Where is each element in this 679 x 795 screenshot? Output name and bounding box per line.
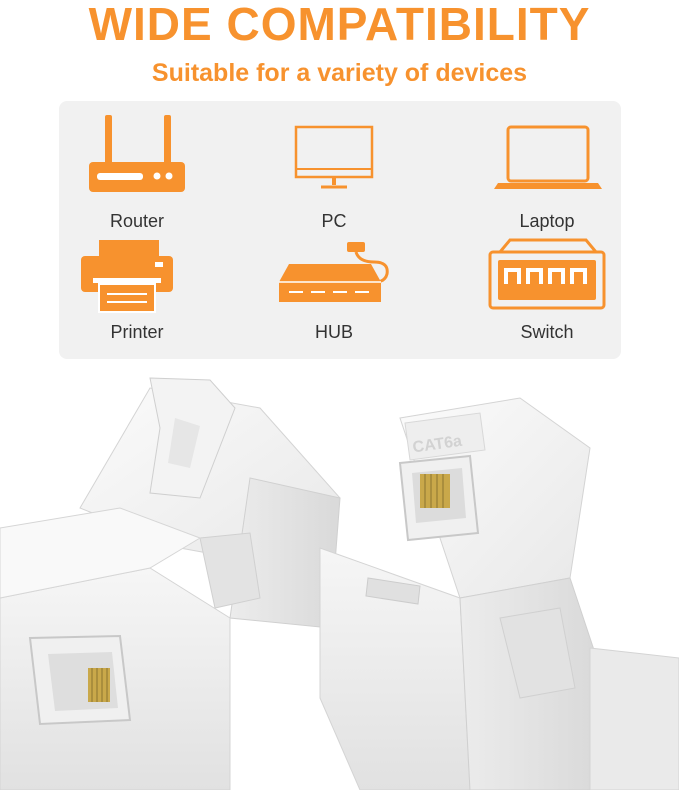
pc-icon [294,125,374,189]
jack-marking: CAT6a [412,433,463,457]
device-switch: Switch [464,234,634,344]
coupler-left [0,377,341,791]
device-label: Router [109,211,165,231]
device-pc: PC [249,111,419,231]
device-label: Laptop [519,211,575,231]
device-laptop: Laptop [464,111,634,231]
device-label: Switch [520,322,574,342]
device-label: HUB [314,322,353,342]
keystone-coupler-illustration: CAT6a [0,377,679,791]
page-title: WIDE COMPATIBILITY [88,0,591,50]
device-panel: Router PC Laptop Printer [59,101,621,359]
device-printer: Printer [69,234,239,344]
device-label: PC [321,211,347,231]
printer-icon [81,240,173,313]
coupler-right: CAT6a [319,397,679,791]
router-icon [89,115,185,192]
hub-icon [279,242,389,302]
switch-icon [488,238,606,310]
device-router: Router [69,111,239,231]
product-image: CAT6a [0,368,679,791]
device-hub: HUB [249,234,419,344]
page-subtitle: Suitable for a variety of devices [151,59,528,87]
laptop-icon [494,125,602,189]
device-label: Printer [110,322,164,342]
